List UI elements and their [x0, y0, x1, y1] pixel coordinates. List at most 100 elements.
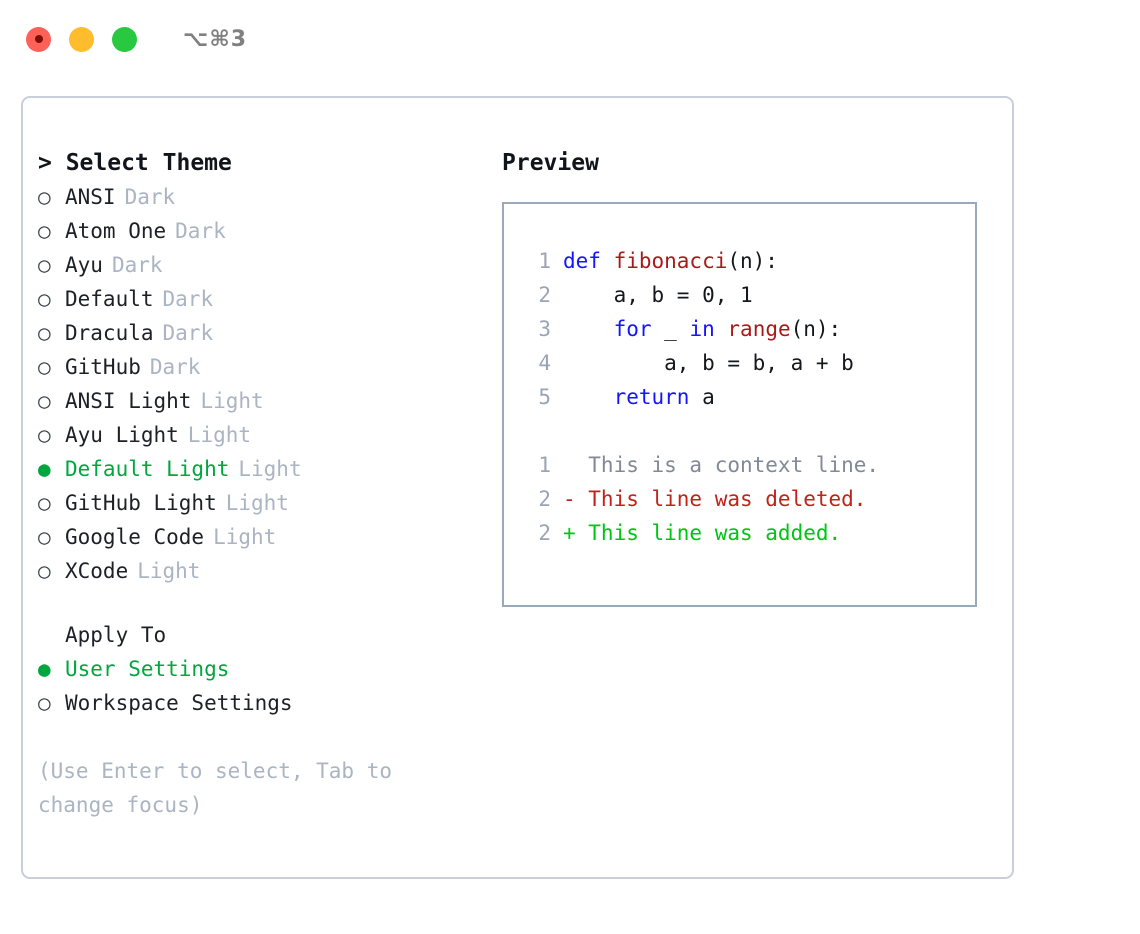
diff-line: 2 + This line was added. [521, 516, 975, 550]
line-number: 3 [538, 317, 551, 341]
radio-unselected-icon[interactable]: ○ [38, 491, 51, 515]
apply-to-label: Workspace Settings [65, 691, 293, 715]
theme-list-item[interactable]: ○ GitHub Light Light [38, 486, 478, 520]
code-text: for _ in range(n): [563, 312, 842, 346]
minimize-button[interactable] [69, 26, 94, 52]
theme-list-item[interactable]: ○ GitHub Dark [38, 350, 478, 384]
code-token: for [613, 317, 652, 341]
theme-variant-tag: Dark [149, 355, 201, 379]
code-token [563, 385, 614, 409]
theme-name: Default Light [65, 457, 230, 481]
apply-to-item[interactable]: ○ Workspace Settings [38, 686, 478, 720]
theme-name: ANSI Light [65, 389, 192, 413]
code-token: a, b = 0, 1 [563, 283, 753, 307]
radio-unselected-icon[interactable]: ○ [38, 321, 51, 345]
code-line: 4 a, b = b, a + b [521, 346, 975, 380]
code-line: 3 for _ in range(n): [521, 312, 975, 346]
radio-unselected-icon[interactable]: ○ [38, 691, 51, 715]
close-button[interactable] [26, 26, 51, 52]
diff-line: 2- This line was deleted. [521, 482, 975, 516]
theme-name: GitHub Light [65, 491, 217, 515]
theme-name: Atom One [65, 219, 167, 243]
code-line: 2 a, b = 0, 1 [521, 278, 975, 312]
theme-list-item[interactable]: ○ Atom One Dark [38, 214, 478, 248]
code-token: return [613, 385, 690, 409]
theme-list-item[interactable]: ○ ANSI Light Light [38, 384, 478, 418]
diff-text: + This line was added. [563, 521, 842, 545]
theme-variant-tag: Light [200, 389, 264, 413]
line-number: 2 [538, 487, 551, 511]
theme-name: XCode [65, 559, 129, 583]
line-number: 1 [538, 249, 551, 273]
code-token: _ [651, 317, 690, 341]
theme-name: Ayu [65, 253, 103, 277]
theme-name: GitHub [65, 355, 141, 379]
code-token: in [689, 317, 715, 341]
theme-list-item[interactable]: ○ Dracula Dark [38, 316, 478, 350]
code-token: fibonacci [613, 249, 728, 273]
maximize-button[interactable] [112, 26, 137, 52]
keyboard-hint: (Use Enter to select, Tab to change focu… [38, 759, 393, 817]
theme-variant-tag: Dark [111, 253, 163, 277]
apply-to-header-row: ○ Apply To [38, 618, 478, 652]
theme-variant-tag: Dark [175, 219, 226, 243]
apply-to-list[interactable]: ● User Settings ○ Workspace Settings [38, 652, 478, 720]
code-text: def fibonacci(n): [563, 244, 778, 278]
radio-unselected-icon[interactable]: ○ [38, 253, 51, 277]
radio-selected-icon[interactable]: ● [38, 457, 51, 481]
apply-to-label: User Settings [65, 657, 230, 681]
code-line: 5 return a [521, 380, 975, 414]
theme-variant-tag: Light [213, 525, 277, 549]
line-number: 1 [538, 453, 551, 477]
radio-selected-icon[interactable]: ● [38, 657, 51, 681]
radio-unselected-icon[interactable]: ○ [38, 287, 51, 311]
select-theme-header: > Select Theme [38, 150, 232, 176]
code-text: a, b = b, a + b [563, 346, 854, 380]
code-token: (n): [727, 249, 778, 273]
apply-to-header-spacer: ○ [38, 618, 65, 652]
radio-unselected-icon[interactable]: ○ [38, 355, 51, 379]
theme-variant-tag: Dark [124, 185, 176, 209]
line-number: 2 [538, 283, 551, 307]
window-controls [26, 26, 137, 52]
radio-unselected-icon[interactable]: ○ [38, 559, 51, 583]
diff-text: This is a context line. [563, 453, 880, 477]
radio-unselected-icon[interactable]: ○ [38, 423, 51, 447]
theme-list-item[interactable]: ○ Ayu Dark [38, 248, 478, 282]
apply-to-header: Apply To [65, 623, 167, 647]
code-token: range [727, 317, 791, 341]
code-token: a [689, 385, 715, 409]
apply-to-item[interactable]: ● User Settings [38, 652, 478, 686]
radio-unselected-icon[interactable]: ○ [38, 389, 51, 413]
theme-variant-tag: Dark [162, 321, 214, 345]
line-number: 2 [538, 521, 551, 545]
code-token [715, 317, 728, 341]
radio-unselected-icon[interactable]: ○ [38, 219, 51, 243]
radio-unselected-icon[interactable]: ○ [38, 185, 51, 209]
theme-name: ANSI [65, 185, 116, 209]
close-icon [34, 35, 43, 43]
theme-variant-tag: Light [225, 491, 289, 515]
theme-name: Default [65, 287, 154, 311]
diff-line: 1 This is a context line. [521, 448, 975, 482]
title-bar: ⌥⌘3 [0, 0, 1140, 78]
code-text: return a [563, 380, 715, 414]
code-token: def [563, 249, 614, 273]
radio-unselected-icon[interactable]: ○ [38, 525, 51, 549]
line-number: 5 [538, 385, 551, 409]
theme-list-item[interactable]: ○ ANSI Dark [38, 180, 478, 214]
theme-name: Dracula [65, 321, 154, 345]
code-line: 1 def fibonacci(n): [521, 244, 975, 278]
code-text: a, b = 0, 1 [563, 278, 753, 312]
